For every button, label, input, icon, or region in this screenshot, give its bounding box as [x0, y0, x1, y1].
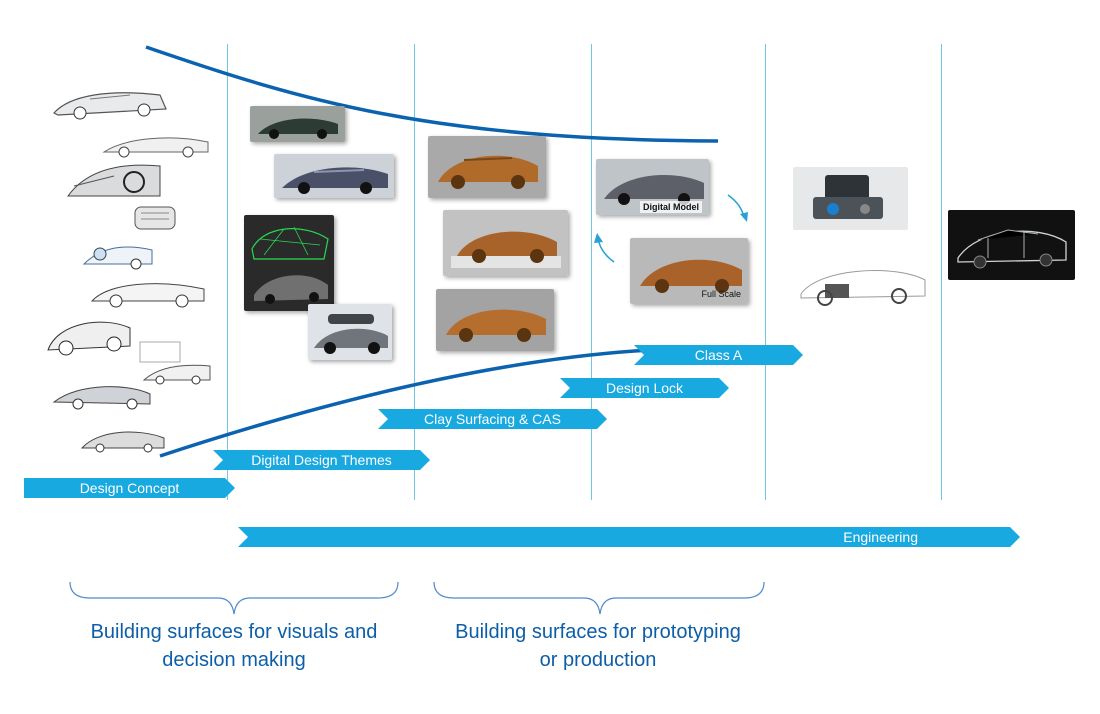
divider-line	[414, 44, 415, 500]
sketch-car-icon	[50, 378, 154, 412]
digital-model-caption: Digital Model	[640, 201, 702, 213]
sketch-car-icon	[100, 130, 212, 158]
divider-line	[227, 44, 228, 500]
digital-model-image: Digital Model	[596, 159, 709, 215]
phase-braces	[69, 581, 765, 615]
divider-line	[591, 44, 592, 500]
render-car-icon	[274, 154, 394, 198]
sketch-car-icon	[134, 336, 214, 386]
chassis-icon	[795, 258, 930, 310]
sketch-car-icon	[44, 312, 134, 358]
body-in-white-image	[948, 210, 1075, 280]
wireframe-car-icon	[244, 215, 334, 311]
sketch-car-icon	[78, 424, 168, 454]
divider-line	[941, 44, 942, 500]
declining-curve	[145, 45, 719, 143]
sketch-interior-icon	[64, 156, 164, 202]
render-car-icon	[250, 106, 345, 142]
sketch-car-icon	[78, 236, 158, 272]
cycle-arrow-head	[594, 233, 603, 243]
stage-clay-surfacing-cas: Clay Surfacing & CAS	[378, 409, 607, 429]
brace-visuals	[69, 581, 399, 615]
full-scale-caption: Full Scale	[701, 289, 741, 299]
render-car-icon	[308, 304, 392, 360]
engineering-label: Engineering	[843, 529, 918, 545]
sketch-car-icon	[50, 85, 170, 121]
engine-icon	[793, 167, 908, 230]
phase-label-visuals: Building surfaces for visuals and decisi…	[90, 621, 378, 671]
sketch-car-icon	[88, 275, 208, 309]
full-scale-image: Full Scale	[630, 238, 748, 304]
clay-model-icon	[436, 289, 554, 351]
stage-design-lock: Design Lock	[560, 378, 729, 398]
phase-label-prototyping: Building surfaces for prototyping or pro…	[455, 621, 741, 671]
brace-prototyping	[433, 581, 765, 615]
stage-engineering: Engineering	[238, 527, 1020, 547]
stage-class-a: Class A	[634, 345, 803, 365]
stage-digital-design-themes: Digital Design Themes	[213, 450, 430, 470]
sketch-car-icon	[115, 203, 195, 233]
rising-curve	[159, 348, 651, 458]
stage-design-concept: Design Concept	[24, 478, 235, 498]
clay-model-icon	[443, 210, 568, 276]
clay-model-icon	[428, 136, 546, 198]
divider-line	[765, 44, 766, 500]
cycle-arrow-head	[740, 212, 748, 222]
